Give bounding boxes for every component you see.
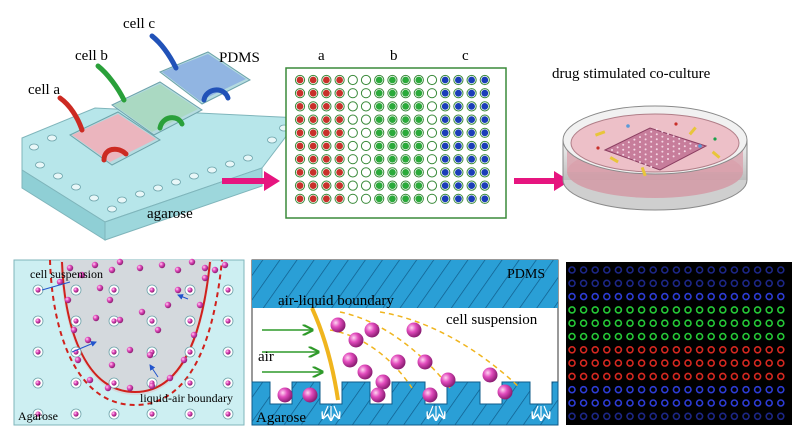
label-cell-c: cell c	[123, 16, 155, 32]
process-arrow-1	[222, 171, 280, 191]
plate-wells	[294, 74, 490, 204]
plate-well	[360, 127, 372, 138]
plate-well	[426, 74, 438, 86]
label-agarose-top: agarose	[147, 206, 193, 222]
label-cell-b: cell b	[75, 48, 108, 64]
plate-well	[426, 140, 438, 152]
plate-col-a: a	[318, 48, 325, 64]
plate-well	[360, 154, 372, 165]
panel-cell-seeding	[13, 258, 245, 426]
petri-dish	[562, 105, 748, 211]
label-cell-suspension-middle: cell suspension	[446, 312, 538, 328]
process-arrow-2	[514, 171, 570, 191]
plate-well	[347, 154, 358, 165]
plate-well	[426, 193, 438, 204]
plate-well	[426, 127, 438, 138]
panel-air-liquid-flow	[251, 259, 559, 426]
plate-well	[360, 140, 372, 152]
label-agarose-left: Agarose	[18, 409, 58, 423]
drug-co-culture-title: drug stimulated co-culture	[552, 66, 711, 82]
plate-well	[360, 167, 372, 178]
label-pdms-bottom: PDMS	[507, 267, 545, 282]
fluorescence-image	[566, 262, 792, 425]
plate-well	[347, 88, 358, 99]
plate-well	[360, 101, 372, 112]
plate-well	[347, 167, 358, 178]
plate-well	[360, 88, 372, 99]
plate-well	[347, 114, 358, 125]
plate-well	[360, 74, 372, 86]
plate-col-b: b	[390, 48, 398, 64]
plate-well	[426, 101, 438, 112]
plate-well	[360, 193, 372, 204]
plate-well	[347, 193, 358, 204]
label-air: air	[258, 349, 274, 365]
fluorescence-cell-dots	[568, 266, 785, 421]
label-cell-a: cell a	[28, 82, 60, 98]
plate-well	[426, 167, 438, 178]
label-cell-suspension-left: cell suspension	[30, 267, 103, 281]
plate-col-c: c	[462, 48, 469, 64]
pdms-chip-device	[21, 33, 301, 241]
label-pdms-top: PDMS	[219, 50, 260, 66]
plate-well	[347, 101, 358, 112]
plate-well	[360, 180, 372, 191]
plate-well	[426, 88, 438, 99]
plate-well	[347, 180, 358, 191]
plate-well	[426, 114, 438, 125]
label-air-liquid-boundary: air-liquid boundary	[278, 293, 394, 309]
plate-well	[347, 127, 358, 138]
plate-well	[360, 114, 372, 125]
plate-well	[347, 140, 358, 152]
plate-well	[426, 154, 438, 165]
label-agarose-middle: Agarose	[256, 410, 306, 426]
label-liquid-air-boundary: liquid-air boundary	[140, 391, 233, 405]
plate-well	[347, 74, 358, 86]
plate-well	[426, 180, 438, 191]
